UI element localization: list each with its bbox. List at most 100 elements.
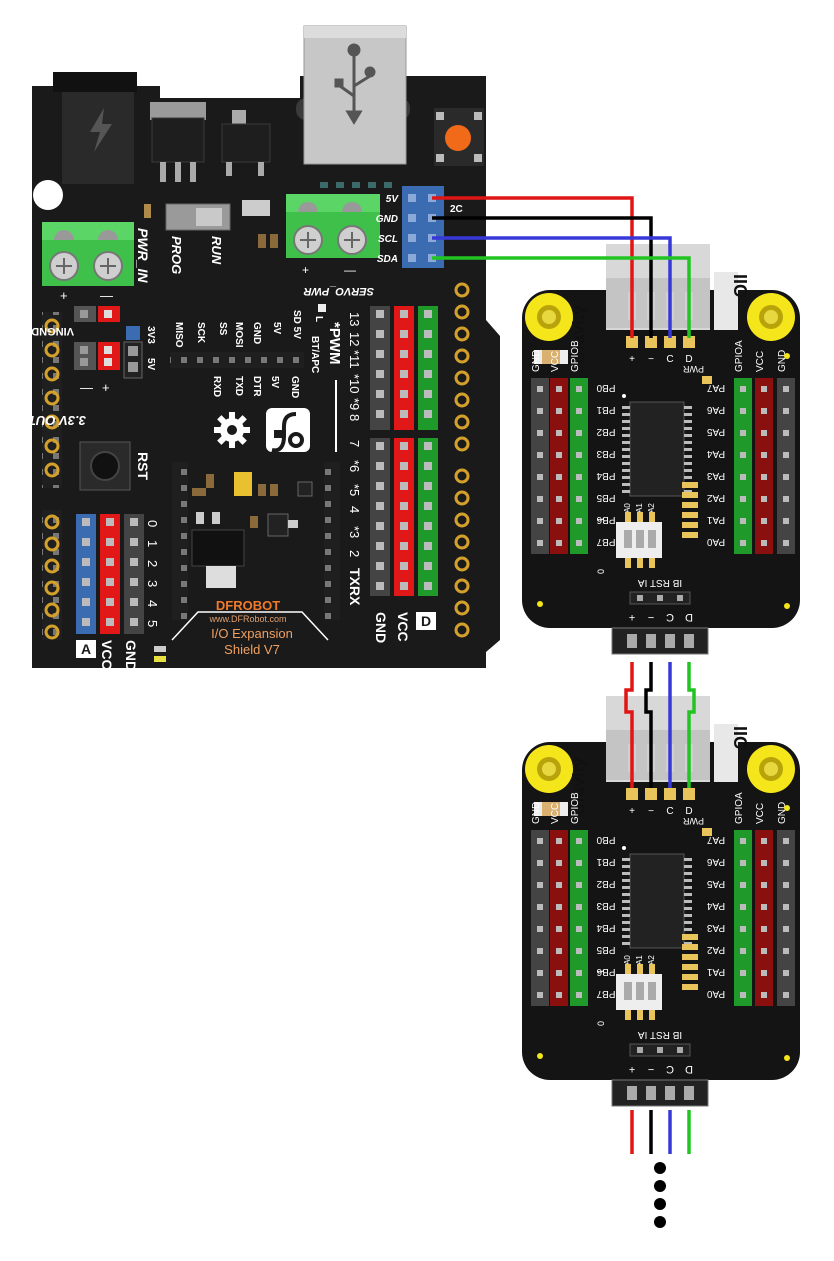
pb-label: PB2 bbox=[596, 426, 615, 437]
header-pin bbox=[376, 390, 384, 398]
vin-gnd-label: VINGND bbox=[31, 325, 74, 337]
header-pin bbox=[82, 618, 90, 626]
pb-label: PB5 bbox=[596, 492, 615, 503]
out-plus: + bbox=[102, 380, 110, 395]
pb-label: PB5 bbox=[596, 944, 615, 955]
svg-text:2: 2 bbox=[347, 550, 362, 557]
module-brand-label: Gravity bbox=[569, 305, 588, 364]
header-pin bbox=[376, 330, 384, 338]
svg-text:2: 2 bbox=[145, 560, 160, 567]
analog-header bbox=[76, 514, 144, 634]
svg-text:13: 13 bbox=[347, 312, 362, 326]
header-pin bbox=[400, 390, 408, 398]
svg-text:8: 8 bbox=[347, 414, 362, 421]
module-bus-label: IIC bbox=[730, 726, 750, 749]
header-pin bbox=[424, 390, 432, 398]
pwr-in-plus: + bbox=[60, 288, 68, 303]
pwm-label: *PWM bbox=[326, 322, 343, 365]
servo-pwr-label: SERVO_PWR bbox=[304, 285, 374, 297]
right-column-label: VCC bbox=[755, 351, 766, 372]
spi-top-label: SD 5V bbox=[291, 310, 302, 339]
header-pin bbox=[376, 462, 384, 470]
svg-text:12: 12 bbox=[347, 332, 362, 346]
header-pin bbox=[400, 310, 408, 318]
svg-text:1: 1 bbox=[145, 540, 160, 547]
iic-pin-scl: SCL bbox=[378, 234, 398, 245]
header-pin bbox=[376, 502, 384, 510]
pa-label: PA4 bbox=[706, 900, 725, 911]
header-pin bbox=[376, 482, 384, 490]
spi-labels: MISO SCK SS MOSI GND 5V bbox=[173, 322, 282, 348]
header-pin bbox=[82, 578, 90, 586]
iic-pin-sda: SDA bbox=[377, 254, 398, 265]
digital-header bbox=[370, 306, 438, 596]
svg-text:MISO: MISO bbox=[173, 322, 184, 348]
pa-label: PA3 bbox=[706, 922, 725, 933]
pb-label: PB3 bbox=[596, 448, 615, 459]
header-pin bbox=[82, 598, 90, 606]
switch-zero-label: 0 bbox=[596, 1021, 606, 1026]
module-bottom-pin-label: C bbox=[666, 611, 674, 623]
header-pin bbox=[82, 538, 90, 546]
module-top-pin-label: C bbox=[666, 806, 673, 817]
right-column-label: GPIOA bbox=[734, 792, 745, 824]
header-pin bbox=[400, 462, 408, 470]
wires bbox=[432, 196, 696, 1154]
address-label: A2 bbox=[647, 503, 656, 513]
header-pin bbox=[376, 350, 384, 358]
header-pin bbox=[376, 442, 384, 450]
pa-label: PA7 bbox=[706, 382, 725, 393]
svg-text:4: 4 bbox=[347, 506, 362, 513]
continuation-dots bbox=[654, 1162, 666, 1228]
header-pin bbox=[376, 522, 384, 530]
pb-label: PB6 bbox=[596, 514, 615, 525]
svg-text:RXD: RXD bbox=[211, 376, 222, 397]
header-pin bbox=[376, 410, 384, 418]
module-top-pin-label: D bbox=[685, 806, 692, 817]
pwr-label: PWR bbox=[683, 364, 704, 374]
switch-one-label: 1 bbox=[596, 969, 606, 974]
header-pin bbox=[130, 598, 138, 606]
svg-text:*10: *10 bbox=[347, 374, 362, 394]
product-name-1: I/O Expansion bbox=[211, 626, 293, 641]
v33-label: 3V3 bbox=[145, 326, 156, 344]
svg-text:*5: *5 bbox=[347, 484, 362, 496]
left-power-header bbox=[42, 312, 62, 640]
header-pin bbox=[130, 558, 138, 566]
header-pin bbox=[424, 310, 432, 318]
svg-text:5V: 5V bbox=[271, 322, 282, 335]
header-pin bbox=[424, 462, 432, 470]
bt-labels: RXD TXD DTR 5V GND bbox=[211, 376, 300, 398]
svg-text:SCK: SCK bbox=[195, 322, 206, 344]
reset-button-top[interactable] bbox=[445, 125, 471, 151]
left-column-label: VCC bbox=[550, 803, 561, 824]
pa-label: PA2 bbox=[706, 492, 725, 503]
rst-label: RST bbox=[135, 452, 151, 480]
address-label: A2 bbox=[647, 955, 656, 965]
header-pin bbox=[424, 330, 432, 338]
run-label: RUN bbox=[209, 236, 224, 265]
header-pin bbox=[400, 522, 408, 530]
address-label: A1 bbox=[635, 503, 644, 513]
header-pin bbox=[400, 410, 408, 418]
right-column-label: GPIOA bbox=[734, 340, 745, 372]
pb-label: PB2 bbox=[596, 878, 615, 889]
header-pin bbox=[424, 350, 432, 358]
header-pin bbox=[106, 558, 114, 566]
header-pin bbox=[424, 442, 432, 450]
resistor bbox=[534, 802, 568, 816]
header-pin bbox=[424, 410, 432, 418]
header-pin bbox=[130, 578, 138, 586]
pb-label: PB6 bbox=[596, 966, 615, 977]
v5-label: 5V bbox=[145, 358, 156, 371]
svg-text:DTR: DTR bbox=[251, 376, 262, 397]
left-column-label: GND bbox=[531, 350, 542, 372]
out-label: 3.3V OUT bbox=[27, 413, 86, 428]
pb-label: PB7 bbox=[596, 988, 615, 999]
wire-sda-1 bbox=[432, 256, 691, 338]
l-led bbox=[318, 304, 326, 312]
module-top-pin-label: − bbox=[648, 806, 654, 817]
digital-vcc-label: VCC bbox=[395, 612, 411, 642]
header-pin bbox=[376, 562, 384, 570]
